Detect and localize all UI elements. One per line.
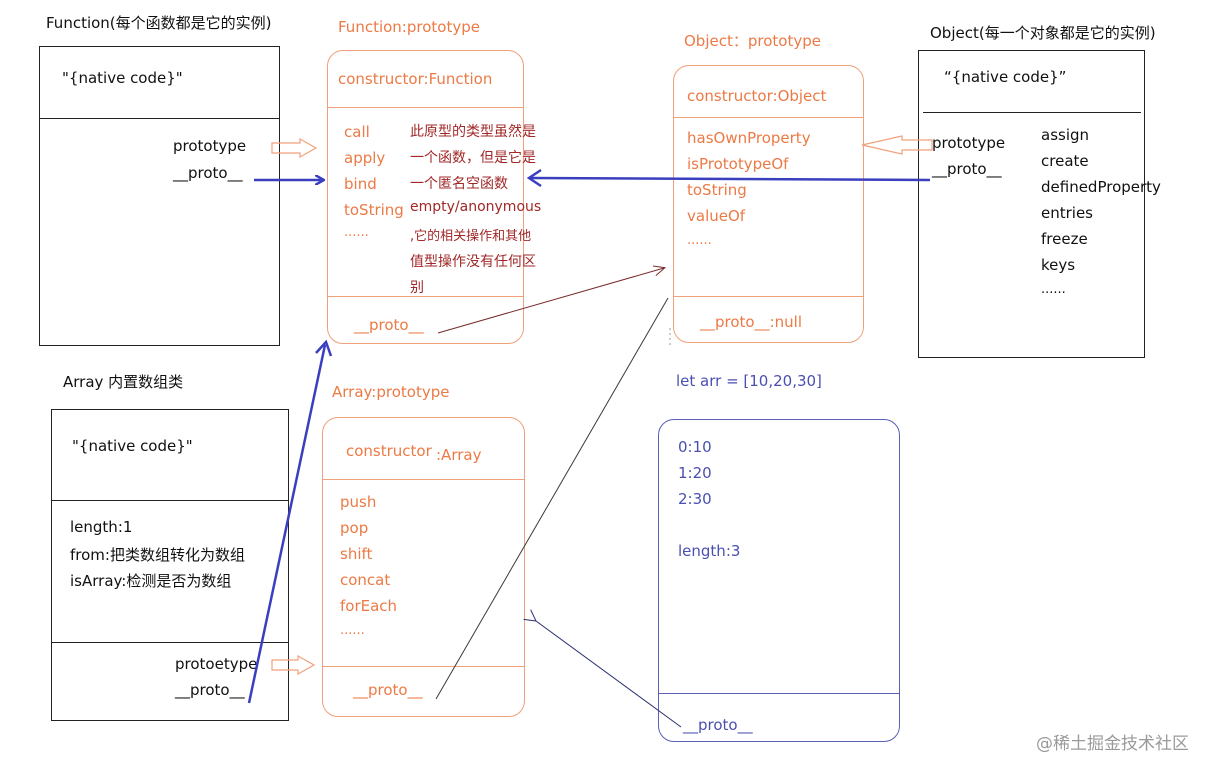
array-prototype-constructor-value: :Array: [436, 446, 482, 464]
arr-instance-divider: [659, 693, 899, 694]
array-prototype-title: Array:prototype: [332, 383, 450, 401]
note-line-1: 此原型的类型虽然是: [410, 124, 536, 140]
method-keys: keys: [1041, 256, 1076, 274]
method-shift: shift: [340, 545, 373, 563]
watermark: @稀土掘金技术社区: [1036, 734, 1189, 754]
function-native-code: "{native code}": [62, 69, 183, 87]
method-valueof: valueOf: [687, 207, 746, 225]
array-proto-label: __proto__: [175, 681, 245, 699]
array-class-divider-bottom: [52, 642, 288, 643]
object-class-divider: [923, 112, 1141, 113]
function-prototype-label: prototype: [173, 137, 247, 155]
note-line-6: 值型操作没有任何区: [410, 254, 536, 270]
object-prototype-label: prototype: [932, 134, 1006, 152]
array-class-divider-top: [52, 500, 288, 501]
method-entries: entries: [1041, 204, 1093, 222]
method-concat: concat: [340, 571, 391, 589]
method-call: call: [344, 123, 370, 141]
function-prototype-box: constructor:Function call apply bind toS…: [327, 50, 541, 344]
array-prop-length: length:1: [70, 518, 133, 536]
arr-instance-box: 0:10 1:20 2:30 length:3 __proto__: [658, 419, 900, 742]
note-line-7: 别: [410, 280, 424, 296]
object-prototype-proto: __proto__:null: [700, 313, 802, 331]
method-freeze: freeze: [1041, 230, 1088, 248]
array-prototype-divider-bottom: [323, 666, 524, 667]
array-prototype-divider-top: [323, 479, 524, 480]
function-class-title: Function(每个函数都是它的实例): [46, 14, 272, 32]
array-proto-arrowhead: [315, 339, 333, 357]
object-proto-arrowhead: [526, 168, 542, 188]
arr-length: length:3: [678, 542, 741, 560]
note-line-3: 一个匿名空函数: [410, 176, 508, 192]
array-native-code: "{native code}": [72, 437, 193, 455]
method-foreach: forEach: [340, 597, 398, 615]
array-method-ellipsis: ......: [340, 623, 365, 638]
function-prototype-constructor: constructor:Function: [338, 70, 493, 88]
method-isprototypeof: isPrototypeOf: [687, 155, 789, 173]
function-proto-label: __proto__: [173, 164, 243, 182]
note-line-5: ,它的相关操作和其他: [410, 229, 532, 244]
array-prototype-proto: __proto__: [353, 681, 423, 699]
arr-instance-proto: __proto__: [683, 716, 753, 734]
function-prototype-divider-bottom: [328, 296, 523, 297]
object-native-code: “{native code}”: [944, 68, 1067, 86]
arr-entry-1: 1:20: [678, 464, 712, 482]
array-prototype-label: protoetype: [175, 655, 258, 673]
function-prototype-title: Function:prototype: [338, 18, 480, 36]
method-object-tostring: toString: [687, 181, 747, 199]
array-prop-from: from:把类数组转化为数组: [70, 546, 245, 564]
object-class-title: Object(每一个对象都是它的实例): [930, 24, 1156, 42]
array-class-title: Array 内置数组类: [63, 373, 184, 391]
object-prototype-divider-top: [674, 117, 863, 118]
object-prototype-divider-bottom: [674, 296, 863, 297]
array-class-box: "{native code}" length:1 from:把类数组转化为数组 …: [51, 409, 289, 721]
method-create: create: [1041, 152, 1089, 170]
array-prototype-box: constructor :Array push pop shift concat…: [322, 417, 525, 717]
object-prototype-box: constructor:Object hasOwnProperty isProt…: [673, 65, 864, 343]
method-bind: bind: [344, 175, 377, 193]
method-assign: assign: [1041, 126, 1090, 144]
array-prototype-constructor: constructor: [346, 442, 432, 460]
method-definedproperty: definedProperty: [1041, 178, 1161, 196]
arr-entry-0: 0:10: [678, 438, 712, 456]
method-hasownproperty: hasOwnProperty: [687, 129, 811, 147]
object-prototype-constructor: constructor:Object: [687, 87, 827, 105]
array-prop-isarray: isArray:检测是否为数组: [70, 572, 232, 590]
function-class-box: "{native code}" prototype __proto__: [39, 46, 280, 346]
method-pop: pop: [340, 519, 369, 537]
function-prototype-divider-top: [328, 107, 523, 108]
object-method-ellipsis: ......: [687, 233, 712, 248]
method-apply: apply: [344, 149, 386, 167]
object-class-ellipsis: ......: [1041, 282, 1066, 297]
object-proto-label: __proto__: [932, 160, 1002, 178]
method-tostring: toString: [344, 201, 404, 219]
object-class-box: “{native code}” prototype __proto__ assi…: [918, 50, 1161, 358]
note-line-4: empty/anonymous: [410, 199, 542, 215]
function-prototype-proto: __proto__: [354, 316, 424, 334]
object-prototype-title: Object：prototype: [684, 32, 821, 50]
arr-instance-title: let arr = [10,20,30]: [676, 372, 822, 390]
method-ellipsis: ......: [344, 225, 369, 240]
method-push: push: [340, 493, 377, 511]
note-line-2: 一个函数，但是它是: [410, 150, 536, 166]
function-class-divider: [40, 118, 279, 119]
arr-entry-2: 2:30: [678, 490, 712, 508]
